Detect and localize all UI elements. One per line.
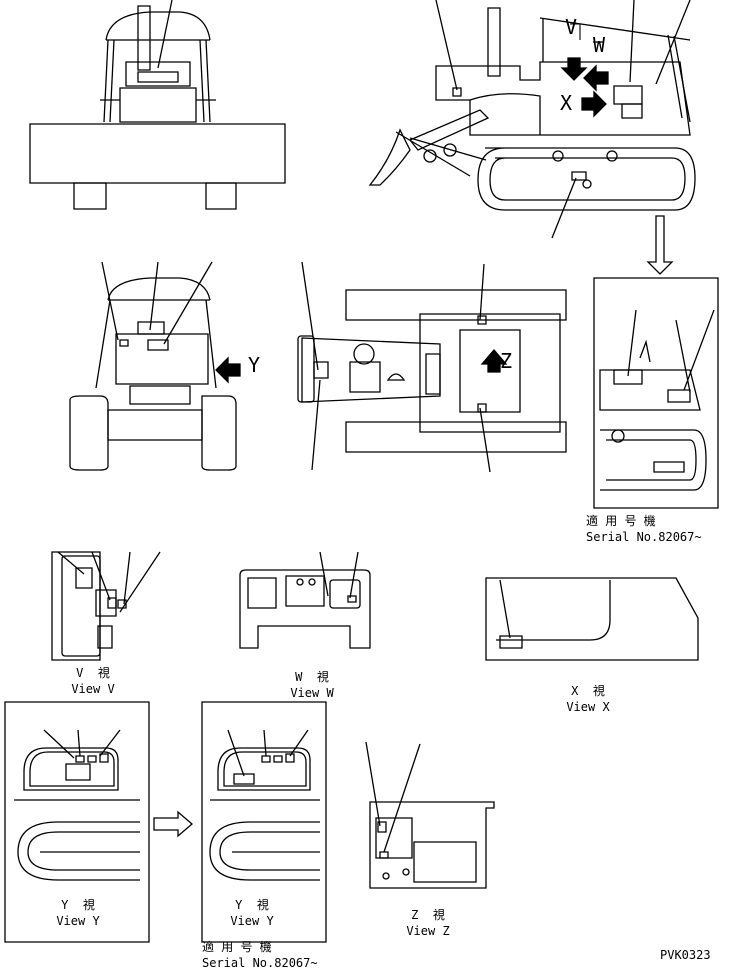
view-v-en: View V bbox=[71, 682, 115, 696]
view-z-jp: Z 視 bbox=[411, 908, 445, 922]
serial-bottom-jp: 適 用 号 機 bbox=[202, 940, 272, 954]
detail-view-z bbox=[366, 742, 494, 888]
view-y2-jp: Y 視 bbox=[235, 898, 269, 912]
view-w-jp: W 視 bbox=[295, 670, 329, 684]
arrow-label-v: V bbox=[565, 15, 578, 39]
detail-view-x bbox=[486, 578, 698, 660]
view-w-en: View W bbox=[290, 686, 334, 700]
serial-top-en: Serial No.82067~ bbox=[586, 530, 702, 544]
arrow-label-x: X bbox=[560, 91, 573, 115]
detail-panel-x bbox=[594, 278, 718, 508]
view-z-en: View Z bbox=[406, 924, 450, 938]
drawing-code: PVK0323 bbox=[660, 948, 711, 962]
detail-view-w bbox=[240, 552, 370, 648]
view-v-jp: V 視 bbox=[76, 666, 110, 680]
view-x-jp: X 視 bbox=[571, 684, 605, 698]
arrow-label-z: Z bbox=[500, 349, 513, 373]
view-y1-en: View Y bbox=[56, 914, 100, 928]
top-view-bulldozer bbox=[298, 262, 566, 472]
detail-view-v bbox=[52, 552, 160, 660]
view-x-en: View X bbox=[566, 700, 610, 714]
side-view-bulldozer bbox=[370, 0, 695, 238]
detail-view-y2 bbox=[202, 702, 326, 942]
serial-top-jp: 適 用 号 機 bbox=[586, 514, 656, 528]
arrow-label-w: W bbox=[593, 33, 606, 57]
down-arrow-icon bbox=[648, 216, 672, 274]
view-y2-en: View Y bbox=[230, 914, 274, 928]
direction-arrows bbox=[216, 58, 608, 382]
detail-view-y1 bbox=[5, 702, 149, 942]
rear-view-bulldozer bbox=[70, 262, 236, 470]
arrow-label-y: Y bbox=[248, 353, 261, 377]
front-view-bulldozer bbox=[30, 0, 285, 209]
view-y1-jp: Y 視 bbox=[61, 898, 95, 912]
serial-bottom-en: Serial No.82067~ bbox=[202, 956, 318, 970]
right-arrow-icon bbox=[154, 812, 192, 836]
